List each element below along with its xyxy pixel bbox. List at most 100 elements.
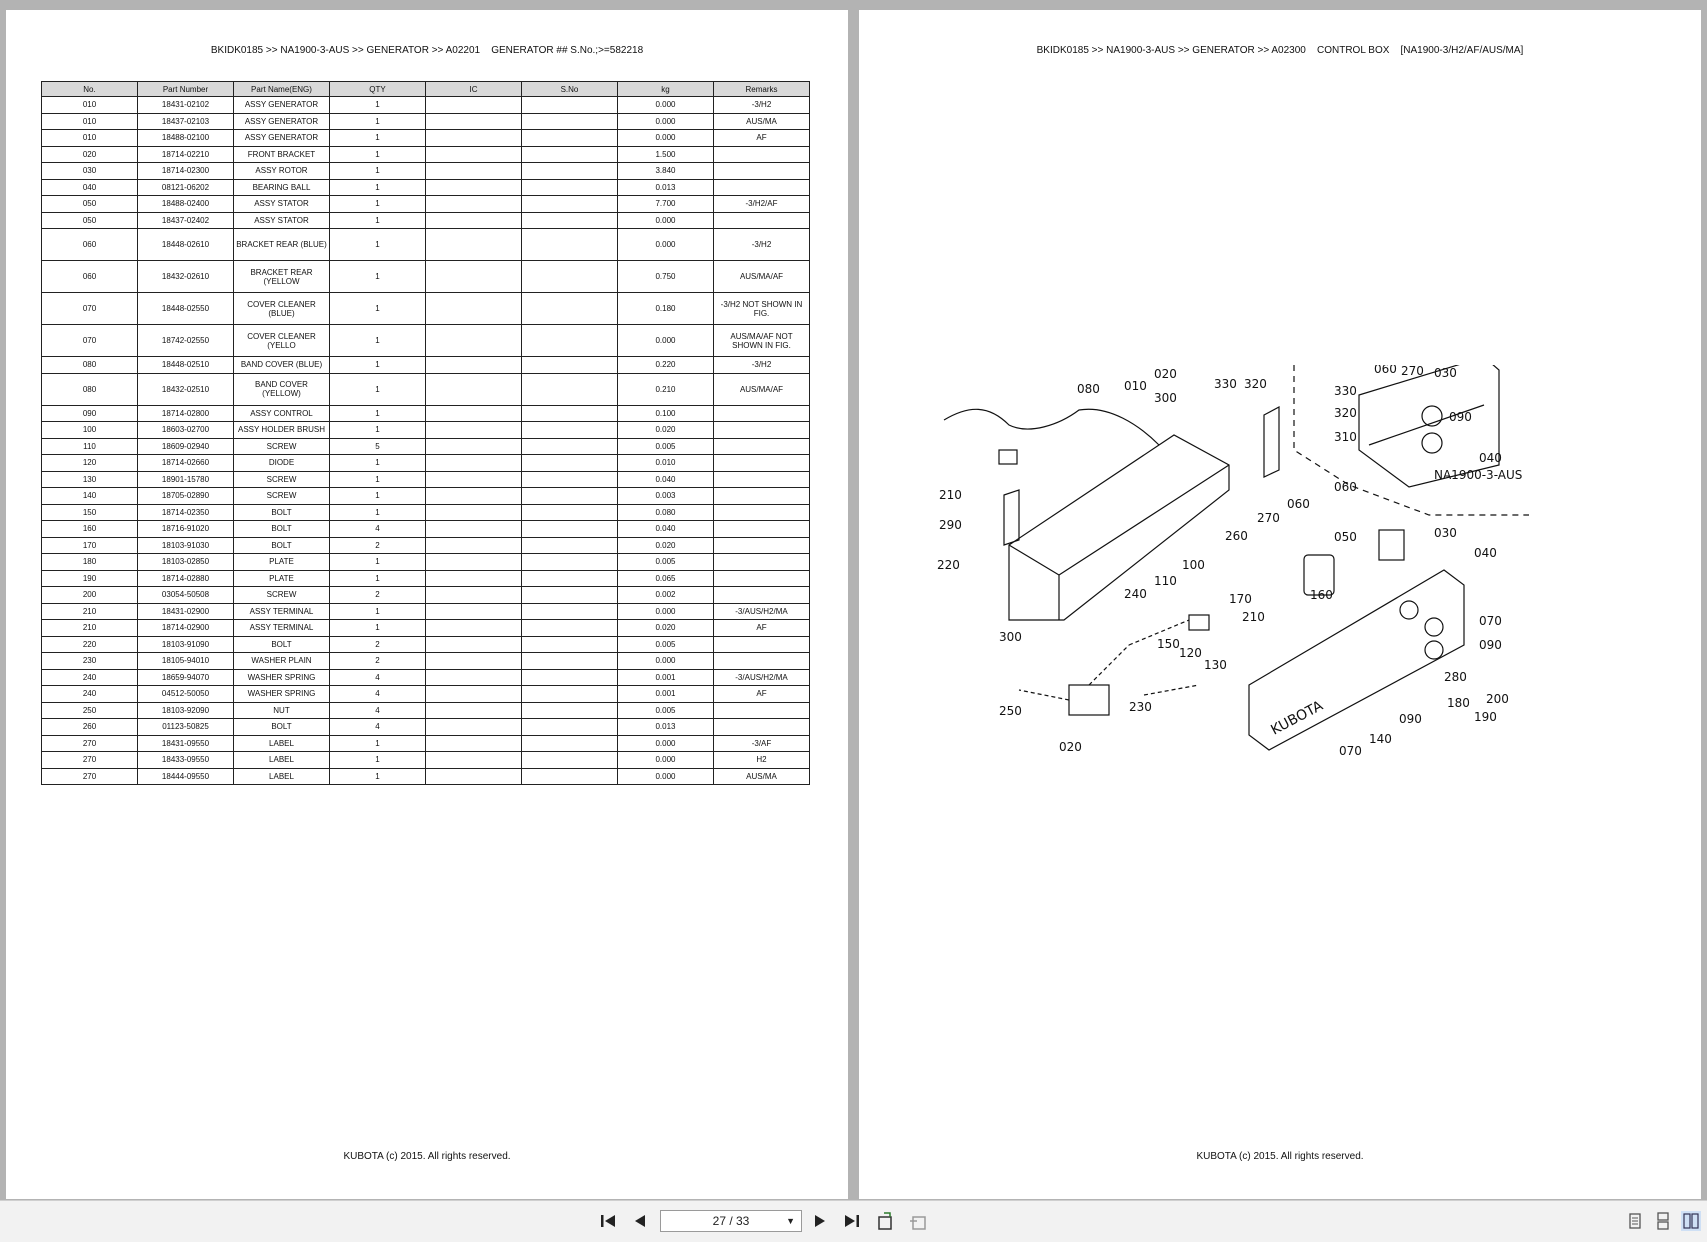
svg-text:010: 010 [1124,379,1147,393]
table-cell: 18488-02400 [137,195,234,213]
table-cell [713,586,810,604]
table-cell: ASSY GENERATOR [233,129,330,147]
rectifier-part [1068,684,1110,716]
continuous-icon[interactable] [1653,1211,1673,1231]
table-cell [713,421,810,439]
svg-text:250: 250 [999,704,1022,718]
table-cell [521,211,618,229]
table-cell: ASSY CONTROL [233,404,330,422]
table-cell: ASSY ROTOR [233,162,330,180]
svg-text:110: 110 [1154,574,1177,588]
table-cell: 18714-02300 [137,162,234,180]
table-cell: 020 [41,145,138,163]
table-cell: 200 [41,586,138,604]
previous-page-icon[interactable] [630,1211,650,1231]
table-cell: 0.003 [617,487,714,505]
table-cell: 060 [41,260,138,293]
table-cell [521,178,618,196]
next-page-icon[interactable] [810,1211,830,1231]
table-cell: 1 [329,734,426,752]
table-cell [425,767,522,785]
table-cell: 190 [41,569,138,587]
table-cell [521,324,618,357]
table-cell: 0.065 [617,569,714,587]
table-cell [521,718,618,736]
table-cell: 18431-09550 [137,734,234,752]
table-cell: 1 [329,503,426,521]
table-cell: ASSY GENERATOR [233,112,330,130]
table-cell [425,404,522,422]
rotate-icon[interactable] [876,1211,896,1231]
table-cell: -3/H2/AF [713,195,810,213]
table-cell: BOLT [233,503,330,521]
table-cell: 04512-50050 [137,685,234,703]
svg-text:020: 020 [1059,740,1082,754]
table-cell [713,454,810,472]
table-cell: 18437-02402 [137,211,234,229]
table-cell: BOLT [233,718,330,736]
single-page-icon[interactable] [1625,1211,1645,1231]
table-cell: 0.220 [617,356,714,374]
two-page-icon[interactable] [1681,1211,1701,1231]
table-cell: AF [713,619,810,637]
table-cell [425,553,522,571]
svg-text:160: 160 [1310,588,1333,602]
table-cell: 0.080 [617,503,714,521]
table-cell [425,487,522,505]
table-cell: 18742-02550 [137,324,234,357]
table-cell [425,178,522,196]
first-page-icon[interactable] [598,1211,618,1231]
page-number-field[interactable]: 27 / 33 ▼ [660,1210,802,1232]
table-cell: 18105-94010 [137,652,234,670]
table-cell: 180 [41,553,138,571]
table-cell [521,586,618,604]
column-header: IC [425,81,522,97]
table-cell [713,178,810,196]
table-cell: 1 [329,292,426,325]
breaker-part [1378,529,1405,561]
export-icon[interactable] [908,1211,928,1231]
table-cell: 1 [329,96,426,114]
svg-text:120: 120 [1179,646,1202,660]
table-cell: WASHER SPRING [233,685,330,703]
table-cell: 18103-92090 [137,701,234,719]
table-cell: 2 [329,635,426,653]
last-page-icon[interactable] [842,1211,862,1231]
table-cell: 250 [41,701,138,719]
table-cell: COVER CLEANER (YELLO [233,324,330,357]
table-cell [713,652,810,670]
table-cell [713,553,810,571]
table-cell: AF [713,129,810,147]
table-cell: BRACKET REAR (BLUE) [233,228,330,261]
table-cell: 0.000 [617,228,714,261]
table-cell: 0.013 [617,718,714,736]
table-cell [425,470,522,488]
table-cell: 0.180 [617,292,714,325]
table-cell: 18448-02550 [137,292,234,325]
table-cell [521,162,618,180]
table-cell: 070 [41,324,138,357]
table-cell: COVER CLEANER (BLUE) [233,292,330,325]
svg-text:320: 320 [1244,377,1267,391]
table-cell: BAND COVER (BLUE) [233,356,330,374]
table-cell: 230 [41,652,138,670]
table-cell [425,162,522,180]
chevron-down-icon[interactable]: ▼ [786,1216,795,1226]
column-header: QTY [329,81,426,97]
table-cell: 0.210 [617,372,714,406]
table-cell [713,145,810,163]
table-cell: 040 [41,178,138,196]
table-cell: 18714-02880 [137,569,234,587]
svg-text:090: 090 [1399,712,1422,726]
table-cell: 1 [329,404,426,422]
